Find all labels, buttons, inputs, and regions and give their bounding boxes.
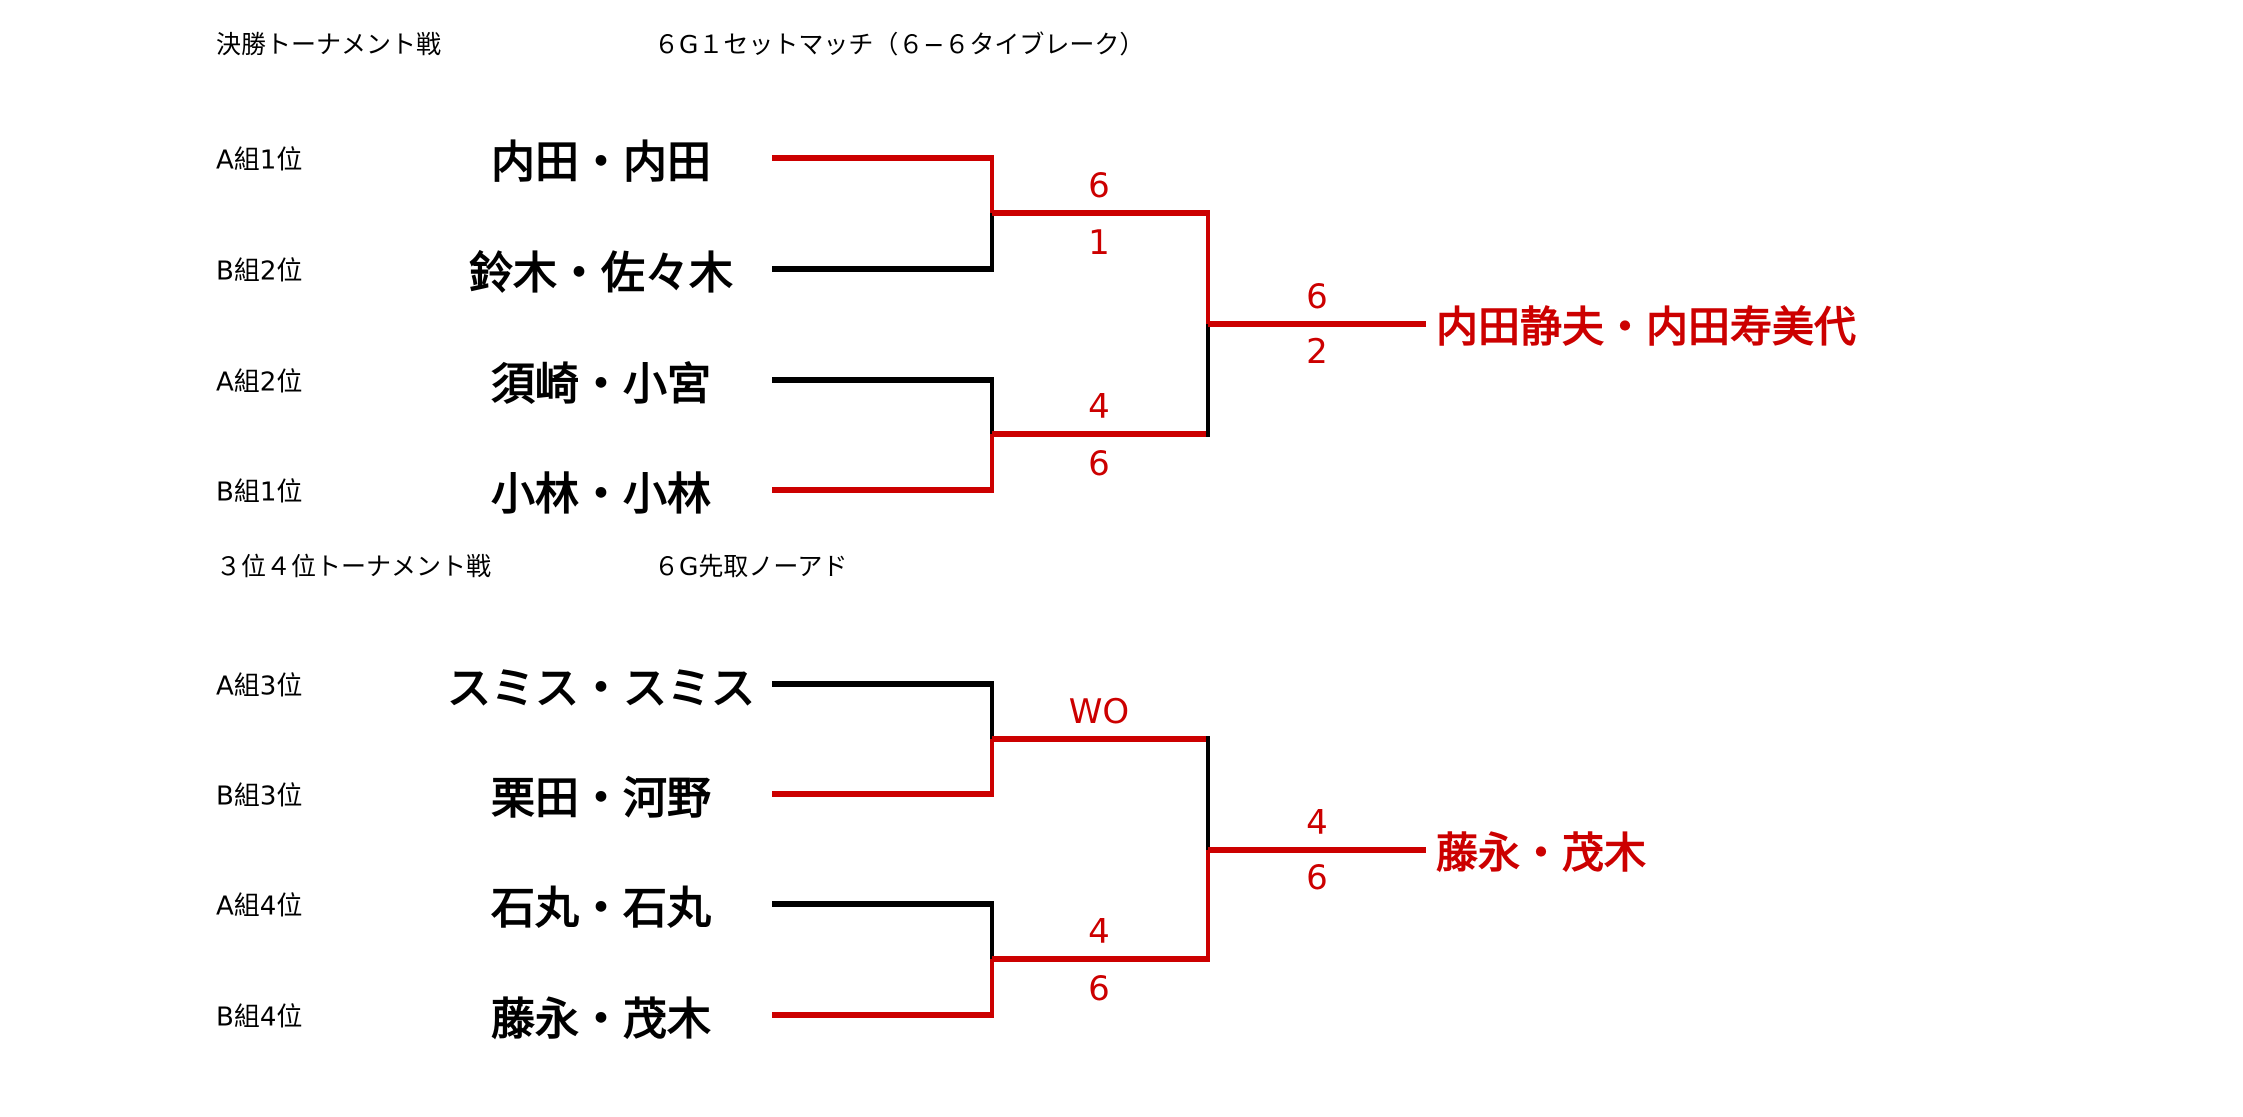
seed-label: A組1位 [216,145,303,176]
team-name: スミス・スミス [447,663,755,714]
bracket-line-horizontal [772,487,994,493]
semi-score-top: 4 [1088,387,1110,427]
bracket-line-vertical [1206,324,1210,437]
bracket-line-horizontal [772,791,994,797]
bracket-line-vertical [990,901,994,959]
final-score-top: 4 [1306,803,1328,843]
bracket-line-horizontal [772,266,994,272]
bracket-line-vertical [990,434,994,493]
team-name: 石丸・石丸 [491,883,711,934]
bracket-line-vertical [1206,736,1210,850]
champion-name: 藤永・茂木 [1436,828,1647,878]
semi-score-top: 4 [1088,912,1110,952]
seed-label: A組3位 [216,671,303,702]
final-score-bottom: 2 [1306,332,1328,372]
section-title: 決勝トーナメント戦 [216,30,442,59]
team-name: 小林・小林 [491,469,711,520]
semi-score-bottom: 1 [1088,223,1110,263]
bracket-line-horizontal [772,681,994,687]
bracket-line-vertical [990,377,994,434]
final-score-top: 6 [1306,277,1328,317]
team-name: 藤永・茂木 [491,994,711,1045]
team-name: 栗田・河野 [491,773,711,824]
bracket-line-horizontal [1208,847,1426,853]
bracket-line-vertical [990,959,994,1018]
seed-label: A組4位 [216,891,303,922]
bracket-line-vertical [990,155,994,213]
bracket-line-horizontal [992,736,1210,742]
section-title: ３位４位トーナメント戦 [216,552,492,581]
seed-label: B組1位 [216,477,303,508]
bracket-line-horizontal [772,377,994,383]
bracket-line-horizontal [992,431,1210,437]
semi-score-top: 6 [1088,166,1110,206]
team-name: 内田・内田 [491,137,711,188]
bracket-line-horizontal [992,210,1210,216]
seed-label: B組3位 [216,781,303,812]
champion-name: 内田静夫・内田寿美代 [1436,302,1857,352]
match-format: ６G１セットマッチ（６−６タイブレーク） [654,30,1145,59]
bracket-line-vertical [990,681,994,739]
team-name: 鈴木・佐々木 [469,248,733,299]
semi-score-top: WO [1068,692,1130,732]
bracket-line-horizontal [1208,321,1426,327]
seed-label: B組2位 [216,256,303,287]
match-format: ６G先取ノーアド [654,552,848,581]
bracket-line-vertical [1206,210,1210,324]
bracket-line-vertical [990,213,994,272]
seed-label: B組4位 [216,1002,303,1033]
final-score-bottom: 6 [1306,858,1328,898]
bracket-line-horizontal [772,901,994,907]
bracket-line-vertical [1206,850,1210,962]
seed-label: A組2位 [216,367,303,398]
bracket-line-horizontal [992,956,1210,962]
team-name: 須崎・小宮 [491,359,711,410]
semi-score-bottom: 6 [1088,969,1110,1009]
bracket-line-horizontal [772,155,994,161]
bracket-line-horizontal [772,1012,994,1018]
bracket-line-vertical [990,739,994,797]
semi-score-bottom: 6 [1088,444,1110,484]
